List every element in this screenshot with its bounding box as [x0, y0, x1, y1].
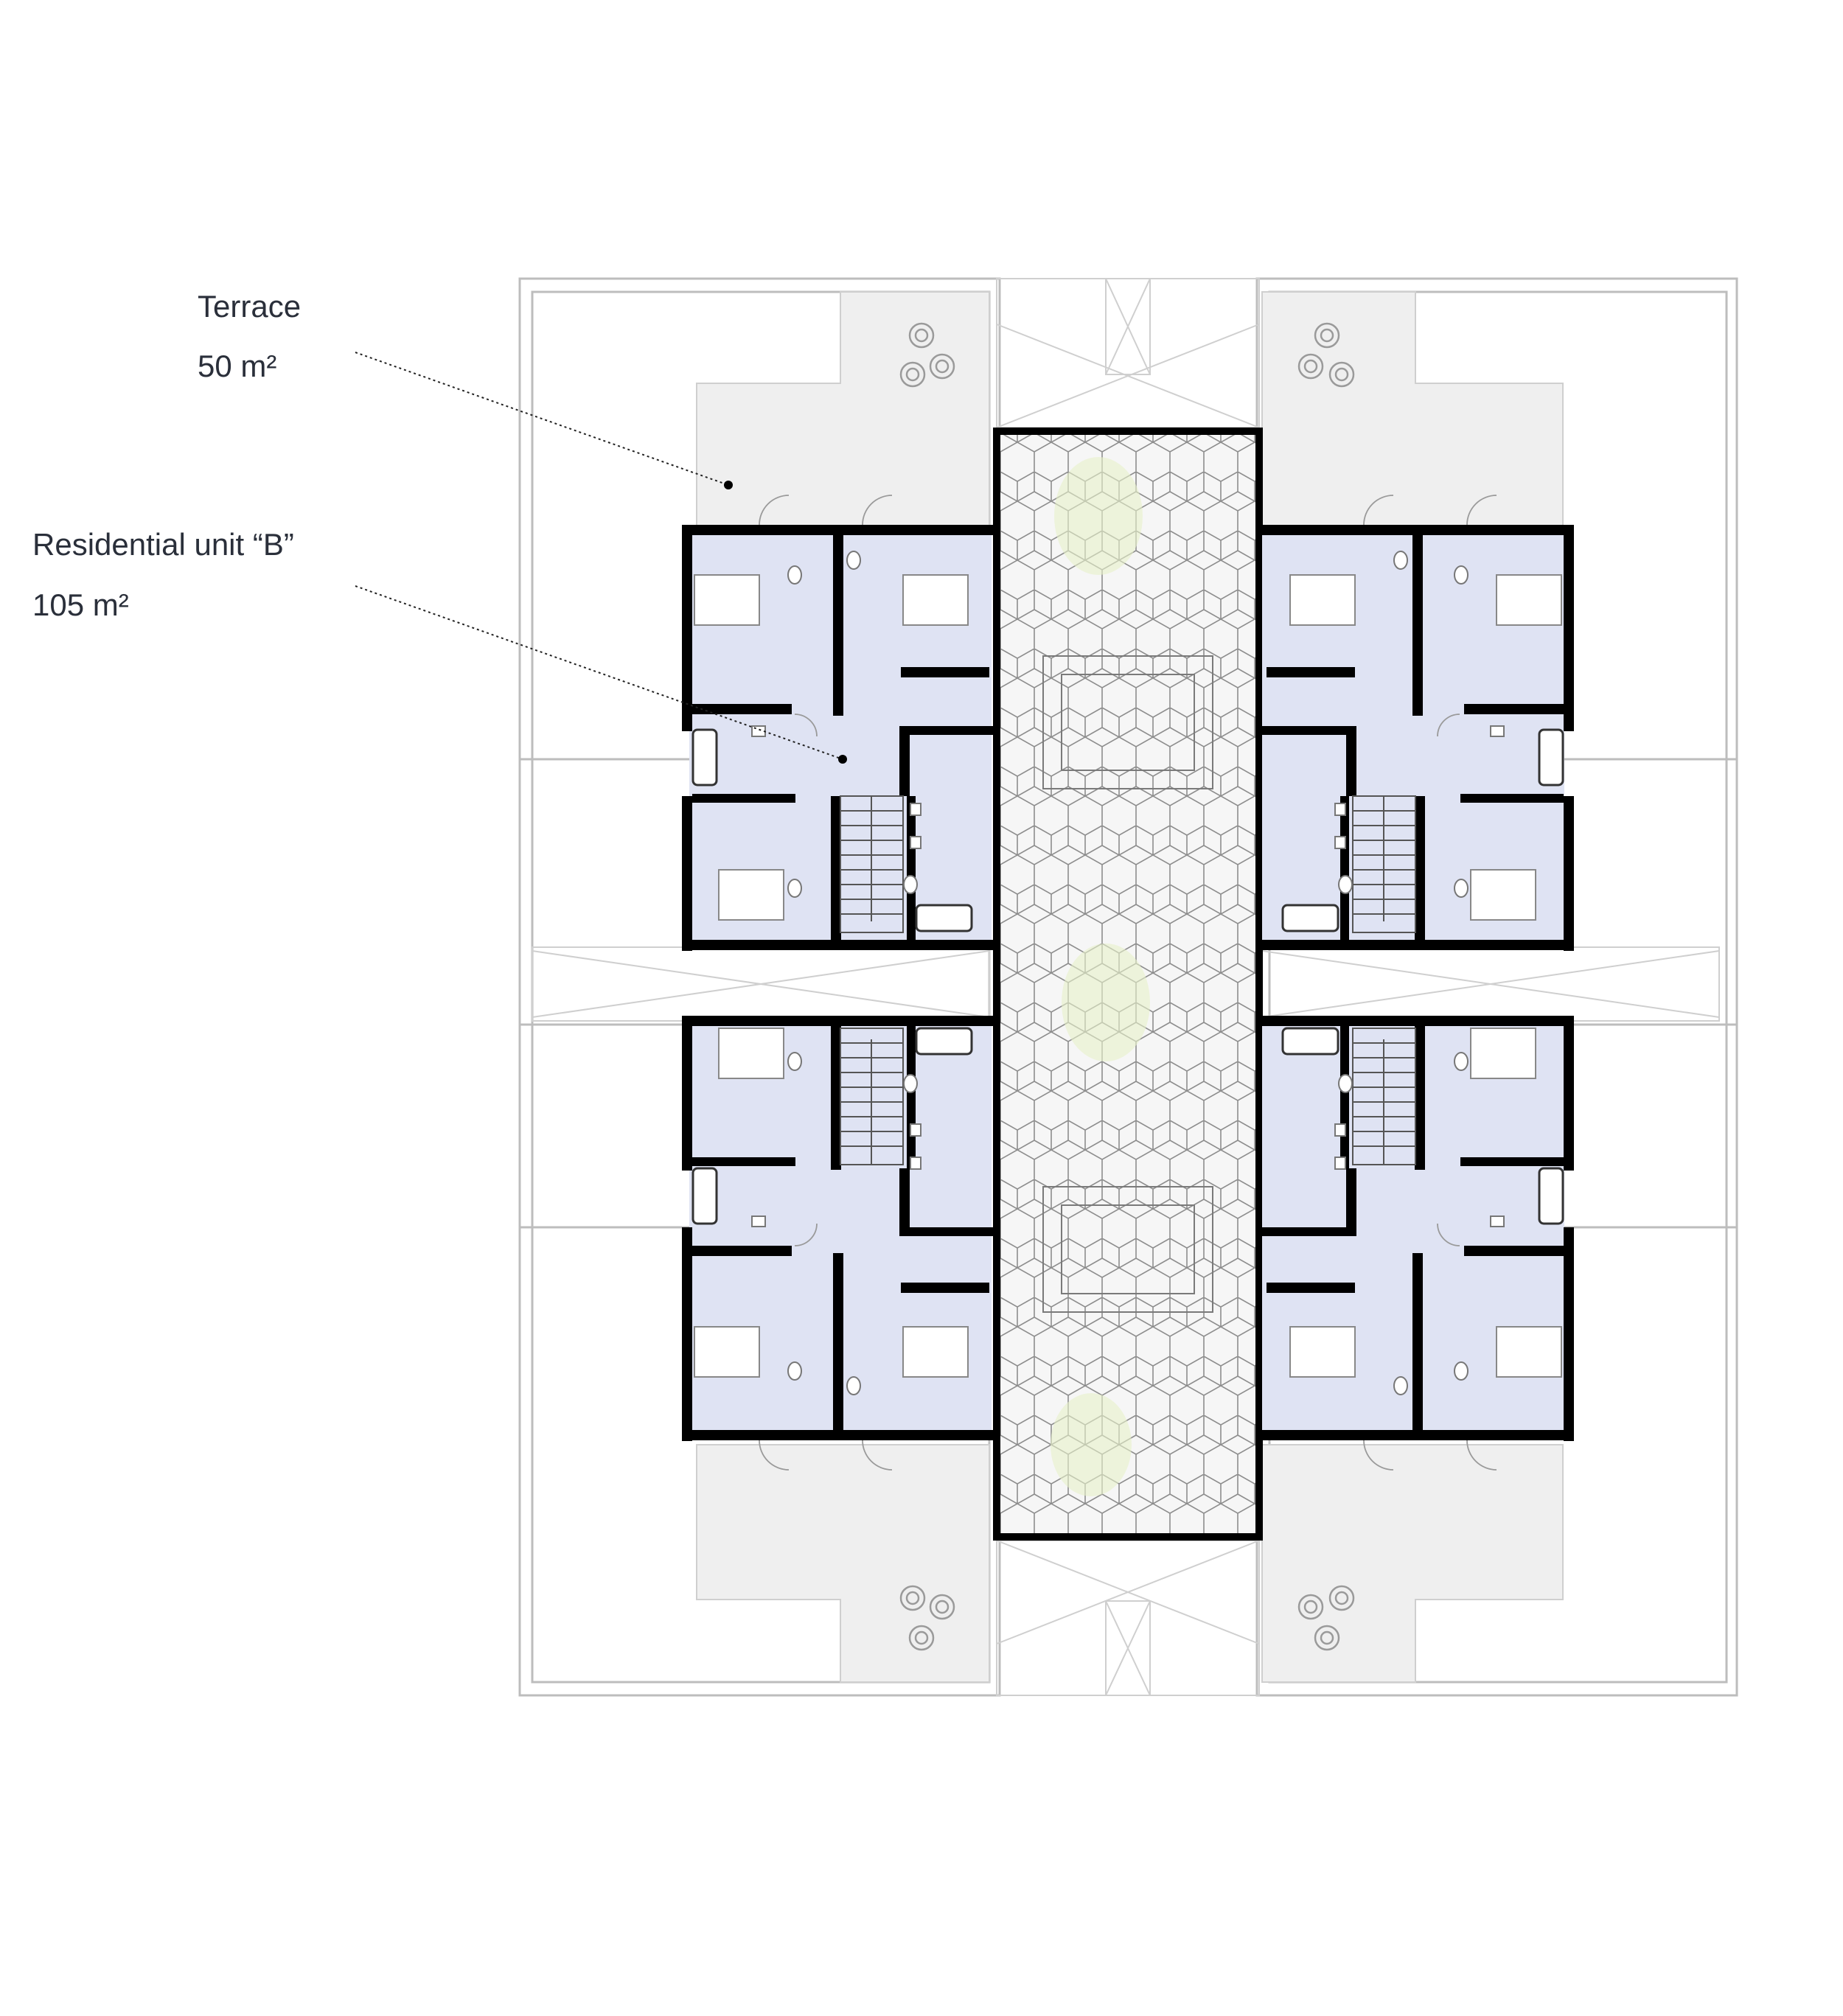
terrace-area: 50 m² [198, 349, 277, 383]
toilet-icon [787, 551, 1469, 1395]
leader-lines [355, 352, 843, 760]
walls [682, 525, 1574, 1441]
terraces [696, 291, 1564, 1683]
bathtub-icon [691, 728, 1564, 1225]
courtyard [993, 428, 1263, 1541]
bed-icon [694, 574, 1562, 1378]
unit-b-area: 105 m² [32, 587, 129, 622]
unit-b-label: Residential unit “B” [32, 527, 294, 562]
tree-icon [899, 322, 1355, 1651]
terrace-label: Terrace [198, 289, 302, 324]
sink-icon [751, 725, 1505, 1227]
staircase-icon [840, 795, 1416, 1165]
door-swing-icon [759, 495, 1497, 1471]
leader-dots [724, 481, 847, 764]
